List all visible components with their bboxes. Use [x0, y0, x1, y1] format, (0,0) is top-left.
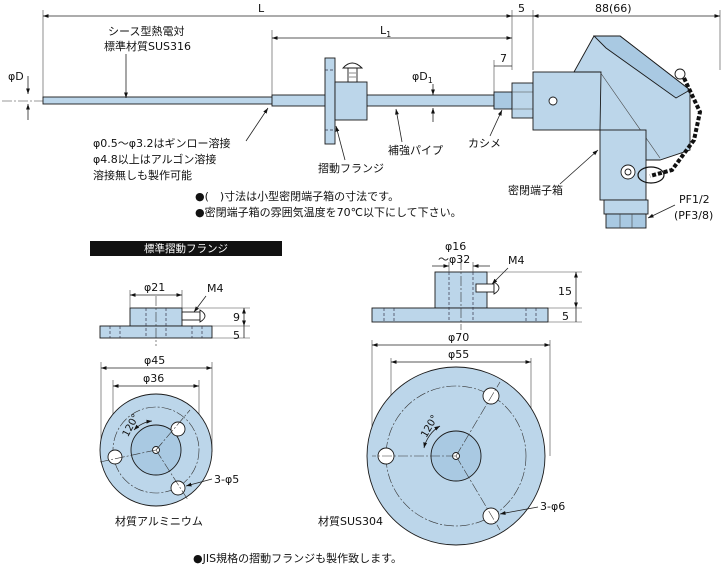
large-dim-5: 5: [562, 310, 569, 323]
sheath-material-label: 標準材質SUS316: [104, 39, 191, 53]
thermocouple-assembly: L 5 88(66) L1 7 φD φD1: [2, 2, 721, 229]
std-holes: 3-φ5: [214, 473, 239, 486]
sliding-flange-plate: [324, 57, 336, 145]
large-flange-base: [371, 307, 549, 323]
large-material: 材質SUS304: [318, 514, 383, 528]
large-flange-screw: [475, 283, 495, 293]
pf-label-1: PF1/2: [679, 193, 710, 206]
std-dim-9: 9: [233, 311, 240, 324]
pf-label-2: (PF3/8): [674, 209, 713, 222]
weld-note-3: 溶接無しも製作可能: [93, 168, 192, 182]
sliding-flange-boss: [334, 81, 368, 121]
std-dim-5: 5: [233, 329, 240, 342]
dim-phiD: φD: [8, 70, 24, 83]
reinforcing-pipe-label: 補強パイプ: [388, 144, 443, 157]
large-phi16: φ16: [445, 240, 466, 253]
dim-7: 7: [500, 52, 507, 65]
set-screw: [347, 67, 358, 83]
sheath: [42, 96, 274, 105]
hex-fitting: [511, 82, 534, 119]
dim-5: 5: [518, 2, 525, 15]
terminal-box-label: 密閉端子箱: [508, 183, 563, 197]
note-small-box: ●( )寸法は小型密閉端子箱の寸法です。: [195, 189, 399, 203]
standard-flange-section: 標準摺動フランジ φ21 M4 9 5 φ45: [90, 241, 282, 528]
note-temperature: ●密閉端子箱の雰囲気温度を70℃以下にして下さい。: [195, 205, 462, 219]
std-bolt-hole-1: [170, 421, 186, 437]
dim-L: L: [258, 2, 265, 15]
standard-flange-banner-text: 標準摺動フランジ: [144, 242, 228, 255]
std-phi21: φ21: [144, 281, 165, 294]
dim-head-width: 88(66): [595, 2, 632, 15]
std-m4: M4: [207, 282, 224, 295]
large-bolt-hole-3: [482, 507, 500, 525]
std-flange-screw: [181, 311, 201, 321]
dim-phiD1: φD1: [412, 70, 433, 85]
weld-note-2: φ4.8以上はアルゴン溶接: [93, 152, 216, 166]
kashime-label: カシメ: [468, 137, 501, 150]
large-dim-15: 15: [558, 285, 572, 298]
dim-L1: L1: [380, 24, 391, 39]
std-material: 材質アルミニウム: [115, 514, 203, 528]
sliding-flange-label: 摺動フランジ: [318, 161, 384, 175]
terminal-box: [532, 35, 703, 229]
std-bolt-hole-3: [170, 480, 186, 496]
large-holes: 3-φ6: [540, 500, 565, 513]
kashime: [493, 91, 513, 110]
reinforcing-pipe: [271, 94, 495, 107]
large-m4: M4: [508, 254, 525, 267]
large-phi32: ～φ32: [438, 253, 470, 266]
footer-note: ●JIS規格の摺動フランジも製作致します。: [193, 551, 402, 565]
std-phi45: φ45: [144, 354, 165, 367]
std-bolt-hole-2: [107, 449, 123, 465]
large-phi55: φ55: [448, 348, 469, 361]
std-phi36: φ36: [143, 372, 164, 385]
large-bolt-hole-1: [482, 387, 500, 405]
large-phi70: φ70: [448, 331, 469, 344]
large-flange-section: φ16 ～φ32 M4 15 5 φ70 φ55 120° 3-φ6 材質: [318, 240, 582, 546]
sheath-type-label: シース型熱電対: [108, 24, 184, 38]
weld-note-1: φ0.5～φ3.2はギンロー溶接: [93, 136, 231, 150]
standard-flange-banner: [90, 241, 282, 256]
